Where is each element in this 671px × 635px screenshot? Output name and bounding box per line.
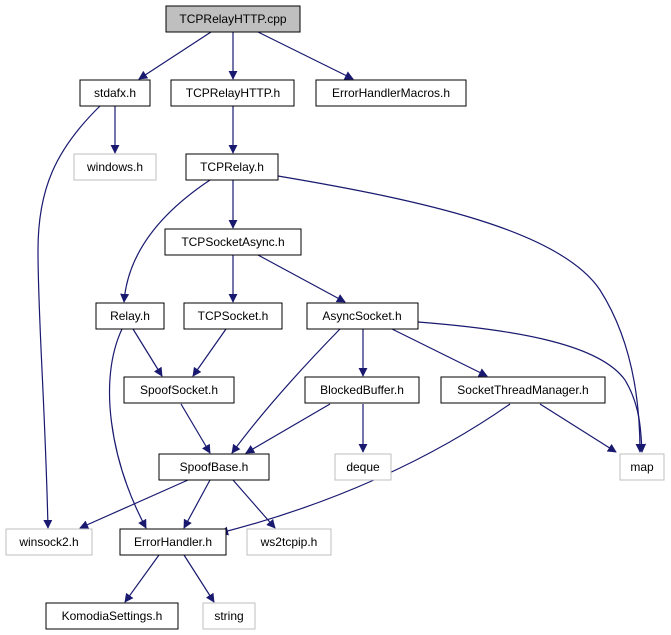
node-blockedbuffer-h[interactable]: BlockedBuffer.h [304,376,420,404]
node-relay-h[interactable]: Relay.h [95,302,165,330]
edge-tcprelayhttpcpp-stdafx [138,31,212,80]
edge-blockedbuffer-spoofbase [245,403,331,454]
node-tcprelayhttp-h[interactable]: TCPRelayHTTP.h [170,79,295,107]
svg-text:TCPRelayHTTP.h: TCPRelayHTTP.h [186,86,280,100]
node-tcpsocket-h[interactable]: TCPSocket.h [183,302,283,330]
edge-tcpsocketasync-asyncsocket [257,254,346,303]
edge-tcprelayhttpcpp-errorhandlermacros [257,31,354,80]
svg-text:string: string [214,609,243,623]
node-spoofbase-h[interactable]: SpoofBase.h [158,453,270,481]
edge-spoofsocket-spoofbase [180,403,211,454]
edge-spoofbase-winsock2 [79,479,189,529]
edge-asyncsocket-socketthreadmanager [391,328,488,377]
edge-tcprelay-map [277,175,645,453]
node-socketthreadmanager-h[interactable]: SocketThreadManager.h [440,376,606,404]
node-ws2tcpip-h[interactable]: ws2tcpip.h [246,528,332,556]
edge-stdafx-winsock2 [37,105,101,529]
svg-text:ws2tcpip.h: ws2tcpip.h [260,535,318,549]
node-map[interactable]: map [619,453,665,481]
node-windows-h[interactable]: windows.h [73,153,157,181]
node-tcpsocketasync-h[interactable]: TCPSocketAsync.h [164,228,302,256]
svg-text:map: map [630,460,654,474]
edge-asyncsocket-map [417,321,647,453]
edge-tcprelay-relay [120,179,211,303]
node-errorhandlermacros-h[interactable]: ErrorHandlerMacros.h [315,79,467,107]
svg-text:KomodiaSettings.h: KomodiaSettings.h [62,609,163,623]
edge-spoofbase-ws2tcpip [232,479,276,529]
node-komodiasettings-h[interactable]: KomodiaSettings.h [45,602,179,630]
svg-text:ErrorHandlerMacros.h: ErrorHandlerMacros.h [332,86,450,100]
node-tcprelay-h[interactable]: TCPRelay.h [185,153,279,181]
svg-text:TCPSocketAsync.h: TCPSocketAsync.h [181,235,284,249]
edge-relay-errorhandler [108,328,147,529]
svg-text:winsock2.h: winsock2.h [18,535,78,549]
edge-asyncsocket-spoofbase [231,328,341,454]
svg-text:deque: deque [346,460,380,474]
svg-text:ErrorHandler.h: ErrorHandler.h [134,535,212,549]
svg-text:windows.h: windows.h [86,160,143,174]
node-tcprelayhttp-cpp[interactable]: TCPRelayHTTP.cpp [165,5,301,33]
svg-text:SpoofSocket.h: SpoofSocket.h [140,383,218,397]
svg-text:TCPRelayHTTP.cpp: TCPRelayHTTP.cpp [179,12,286,26]
edge-errorhandler-string [183,554,215,603]
node-string[interactable]: string [202,602,256,630]
edge-errorhandler-komodiasettings [124,554,160,603]
node-winsock2-h[interactable]: winsock2.h [5,528,93,556]
svg-text:TCPRelay.h: TCPRelay.h [200,160,264,174]
edge-socketthreadmanager-map [539,403,617,453]
svg-text:Relay.h: Relay.h [110,309,150,323]
svg-text:TCPSocket.h: TCPSocket.h [198,309,269,323]
svg-text:AsyncSocket.h: AsyncSocket.h [322,309,401,323]
edge-tcpsocket-spoofsocket [192,328,227,377]
node-deque[interactable]: deque [334,453,392,481]
node-spoofsocket-h[interactable]: SpoofSocket.h [123,376,235,404]
svg-text:SpoofBase.h: SpoofBase.h [180,460,249,474]
svg-text:SocketThreadManager.h: SocketThreadManager.h [457,383,588,397]
node-errorhandler-h[interactable]: ErrorHandler.h [119,528,227,556]
edge-spoofbase-errorhandler [183,479,211,529]
edge-relay-spoofsocket [132,328,163,377]
node-asyncsocket-h[interactable]: AsyncSocket.h [306,302,419,330]
svg-text:BlockedBuffer.h: BlockedBuffer.h [320,383,404,397]
svg-text:stdafx.h: stdafx.h [94,86,136,100]
node-stdafx-h[interactable]: stdafx.h [79,79,151,107]
